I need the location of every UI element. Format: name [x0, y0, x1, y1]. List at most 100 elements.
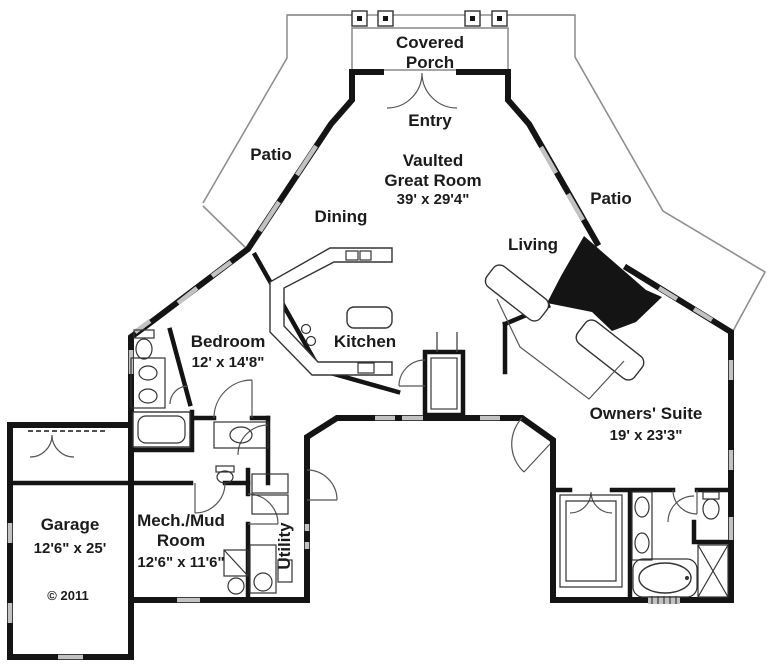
vanity — [130, 357, 166, 409]
window — [295, 144, 318, 177]
window — [258, 200, 281, 233]
utility-counter — [277, 559, 293, 583]
window — [692, 307, 714, 322]
kitchen-sink — [345, 250, 359, 261]
label-owners-suite-dims: 19' x 23'3" — [610, 427, 683, 444]
label-owners-suite: Owners' Suite — [590, 404, 703, 423]
kitchen-island — [346, 306, 393, 329]
sink — [229, 426, 253, 444]
vanity — [213, 421, 269, 449]
window — [176, 286, 199, 305]
window — [210, 260, 233, 278]
toilet-tank — [215, 465, 235, 473]
label-garage-dims: 12'6" x 25' — [34, 540, 107, 557]
tub-faucet — [685, 576, 689, 580]
furnace — [223, 549, 249, 577]
kitchen-sink — [359, 250, 372, 261]
cooktop-burner — [305, 335, 317, 347]
toilet-tank — [133, 329, 155, 339]
porch-post — [491, 10, 508, 27]
wall-hall-closet — [422, 349, 466, 418]
label-patio-left: Patio — [250, 145, 292, 164]
dryer — [251, 494, 289, 515]
patio-outlines — [202, 14, 767, 332]
label-covered-porch-2: Porch — [406, 53, 454, 72]
label-dining: Dining — [315, 207, 368, 226]
halfbath-fixtures — [213, 421, 269, 484]
washer — [251, 473, 289, 494]
porch-post — [351, 10, 368, 27]
wall-east-of-entry — [456, 69, 602, 248]
label-mech-room-2: Room — [157, 531, 205, 550]
sink — [634, 496, 650, 518]
shower — [697, 544, 729, 598]
range — [357, 362, 375, 374]
interior-walls — [7, 251, 734, 603]
label-bedroom-dims: 12' x 14'8" — [192, 354, 265, 371]
bathtub — [132, 411, 191, 448]
mech-door — [194, 482, 226, 514]
bath-door — [169, 385, 189, 405]
label-great-room-dims: 39' x 29'4" — [397, 191, 470, 208]
tub-platform — [632, 558, 698, 598]
label-mech-room: Mech./Mud — [137, 511, 225, 530]
label-bedroom: Bedroom — [191, 332, 266, 351]
hall-closet-detail — [430, 332, 458, 410]
water-heater — [227, 577, 245, 595]
owners-bath-fixtures — [559, 491, 729, 598]
living-fireplace — [484, 236, 662, 400]
label-utility: Utility — [275, 522, 294, 570]
utility-cabinet — [249, 544, 277, 594]
built-in-cabinet — [484, 264, 550, 322]
entry-double-door — [386, 72, 458, 109]
bedroom-bath-fixtures — [130, 329, 191, 448]
toilet — [216, 470, 234, 484]
window — [657, 286, 679, 301]
patio-left-outline — [202, 14, 352, 251]
walk-in-closet-shelves — [559, 494, 623, 588]
sink — [138, 388, 158, 404]
copyright: © 2011 — [47, 588, 88, 603]
kitchen-fixtures — [269, 247, 393, 376]
toilet — [702, 498, 720, 520]
windows — [7, 144, 734, 660]
porch-post — [464, 10, 481, 27]
label-entry: Entry — [408, 111, 452, 130]
kitchen-counter — [269, 247, 393, 376]
wall-bath — [128, 327, 195, 453]
label-living: Living — [508, 235, 558, 254]
shower-x — [697, 544, 729, 598]
soaking-tub — [638, 562, 692, 594]
porch-slab — [351, 27, 509, 71]
bedroom-door — [213, 379, 253, 419]
label-covered-porch: Covered — [396, 33, 464, 52]
patio-right-outline — [508, 14, 767, 332]
cooktop-burner — [300, 323, 312, 335]
hearth-outline — [496, 298, 625, 400]
porch-post — [377, 10, 394, 27]
wc-door — [667, 495, 695, 523]
toilet-tank — [702, 491, 720, 500]
wall-owners-bath — [550, 487, 734, 603]
utility-sink — [253, 572, 273, 592]
bathtub-inner — [137, 415, 186, 444]
sink — [634, 532, 650, 554]
window-hatched — [648, 596, 680, 604]
doors — [29, 72, 698, 525]
owners-bath-door — [672, 489, 698, 515]
label-vaulted: Vaulted — [403, 151, 463, 170]
window — [539, 145, 558, 175]
hall-closet-door — [398, 359, 426, 387]
window — [566, 192, 585, 222]
label-kitchen: Kitchen — [334, 332, 396, 351]
label-garage: Garage — [41, 515, 100, 534]
sink — [138, 365, 158, 381]
owners-suite-door — [511, 417, 551, 473]
built-in-cabinet — [575, 319, 645, 381]
utility-exterior-door — [306, 469, 338, 501]
furnace-diagonal — [223, 549, 249, 577]
room-labels: Covered Porch Entry Patio Patio Vaulted … — [34, 33, 703, 603]
toilet — [135, 338, 153, 360]
